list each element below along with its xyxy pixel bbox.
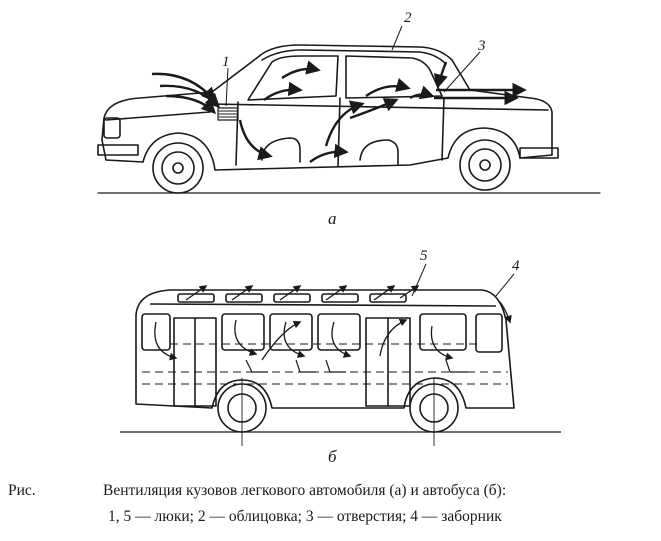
car-roof-lining [261,49,447,65]
caption-prefix: Рис. [8,482,36,499]
car-drawing [97,44,601,194]
bus-window [221,313,265,351]
bus-outflow-arrow [325,285,348,301]
car-flow-arrow [263,81,303,101]
bus-outflow-arrow [373,285,396,301]
bus-window [419,313,467,351]
car-rear-wheel [459,139,511,191]
car-flow-arrow [365,78,411,97]
car-label-vent: 1 [222,54,230,70]
car-rear-door [441,97,445,161]
bus-window [141,313,171,351]
bus-label-hatch: 5 [420,248,428,264]
car-flow-arrow [309,143,349,163]
car-rear-window [345,55,443,99]
bus-drawing [120,289,561,446]
bus-flow-arrow [430,325,454,361]
bus-roof-hatch [369,293,407,303]
car-front-seat [261,137,301,163]
bus-flow-arrow [154,321,178,361]
bus-seat [245,359,468,373]
car-inflow-arrow [165,94,217,115]
bus-roof-line [149,303,497,307]
bus-outflow-arrow [231,285,254,301]
car-flow-arrow [409,85,435,100]
bus-airflow-arrows [154,285,512,361]
car-hood-line [105,111,211,121]
bus-sublabel: б [328,447,337,466]
caption-title: Вентиляция кузовов легкового автомобиля … [103,482,507,499]
bus-outflow-arrow [279,285,302,301]
bus-label-intake: 4 [512,258,520,274]
car-vent-grille [217,107,239,121]
car-front-wheel [152,142,204,194]
bus-window [269,313,313,351]
car-flow-arrow [349,98,399,120]
bus-floor-dashed [142,371,508,385]
bus-roof-hatch [321,293,359,303]
caption-legend: 1, 5 — люки; 2 — облицовка; 3 — отверсти… [108,508,502,525]
car-outflow-arrow [433,61,448,89]
car-airflow-arrows [151,60,527,163]
car-front-door [235,97,341,167]
car-front-bumper [97,144,139,156]
bus-roof-hatch [177,293,215,303]
car-label-lining: 2 [404,10,412,26]
bus-body-outline [135,289,515,409]
bus-intake-arrow [499,301,512,324]
car-body-outline [101,44,553,171]
bus-flow-arrow [379,319,408,357]
car-rear-bumper [519,147,559,159]
car-flow-arrow [281,60,321,80]
car-label-holes: 3 [477,38,486,54]
bus-windshield [475,313,503,353]
car-flow-arrow [238,119,273,161]
bus-roof-hatch [225,293,263,303]
bus-flow-arrow [234,319,258,356]
bus-window [317,313,361,351]
car-sublabel: а [328,209,337,228]
bus-flow-arrow [283,321,306,358]
bus-roof-hatch [273,293,311,303]
car-flow-arrow [324,100,365,147]
bus-outflow-arrow [185,285,208,301]
car-rear-seat [359,139,399,165]
ventilation-diagram: 1 2 3 а [97,10,601,466]
bus-flow-arrow [261,320,302,361]
bus-flow-arrow [331,321,352,358]
car-headlight [103,117,121,139]
car-front-window [247,55,339,101]
